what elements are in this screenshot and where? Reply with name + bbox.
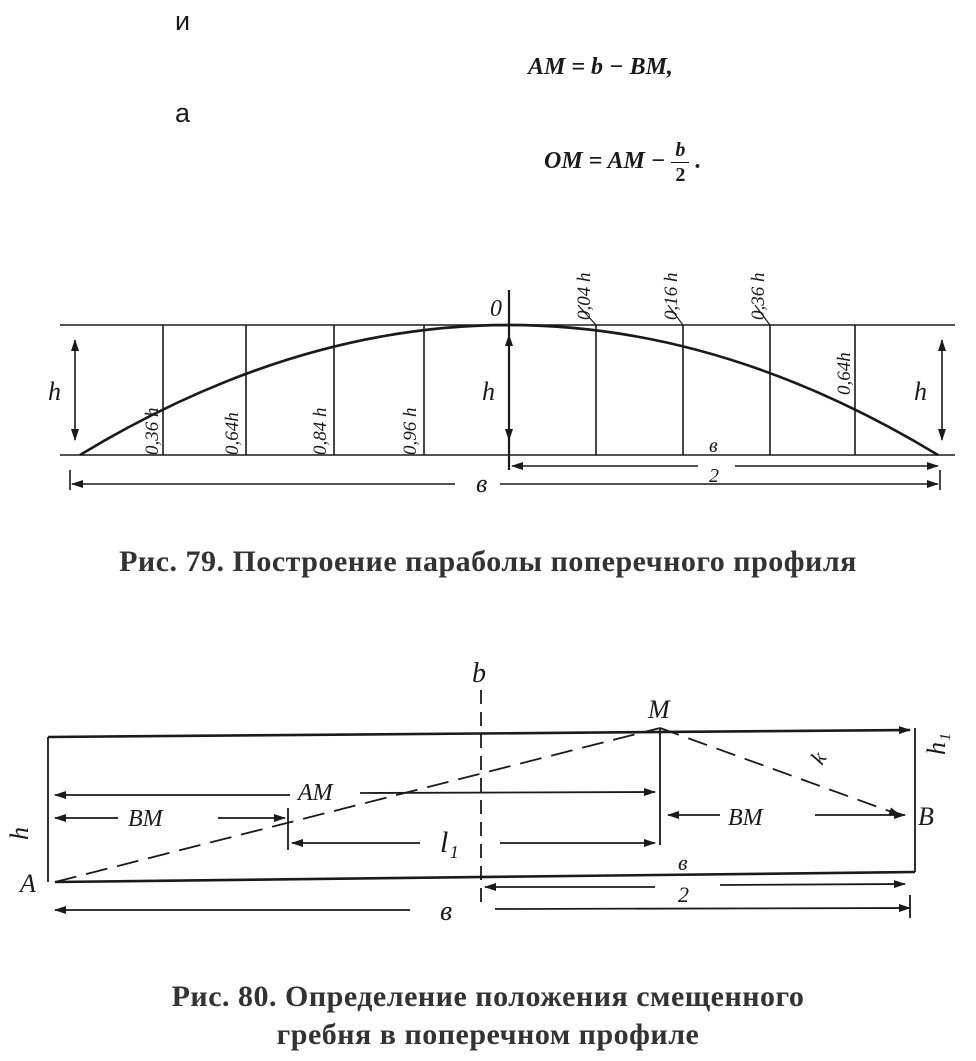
am-dimension-right bbox=[359, 788, 656, 797]
leader-line bbox=[577, 304, 597, 326]
line-a-to-m bbox=[54, 727, 661, 883]
width-dimension-right bbox=[494, 904, 911, 913]
label-half-denominator: 2 bbox=[678, 882, 689, 907]
label-k: k bbox=[805, 746, 832, 769]
figure-80-caption-line-2: гребня в поперечном профиле bbox=[276, 1018, 700, 1051]
equation-om-fraction: b 2 bbox=[671, 138, 690, 187]
ordinate-label-right-3: 0,36 h bbox=[748, 273, 769, 321]
label-point-a: A bbox=[18, 869, 36, 898]
equation-am-lhs: AM bbox=[528, 54, 566, 80]
label-b-top: b bbox=[472, 658, 486, 689]
label-point-b: B bbox=[918, 802, 934, 831]
label-half-numerator: в bbox=[678, 850, 688, 875]
equation-om-end: . bbox=[695, 148, 702, 175]
label-bm-right: BM bbox=[728, 805, 765, 831]
ordinate-label-left-4: 0,96 h bbox=[400, 408, 421, 456]
label-h-center: h bbox=[482, 377, 495, 406]
label-origin-o: 0 bbox=[490, 296, 502, 322]
label-h-right: h bbox=[914, 377, 927, 406]
bottom-line bbox=[54, 870, 916, 884]
label-h1-right: h₁ bbox=[922, 733, 951, 755]
leader-line bbox=[667, 304, 684, 326]
label-half-denominator: 2 bbox=[709, 465, 719, 487]
label-am: AM bbox=[296, 780, 335, 806]
equation-om-lhs: OM bbox=[544, 148, 583, 175]
conjunction-a: а bbox=[175, 98, 191, 128]
figure-79-caption: Рис. 79. Построение параболы поперечного… bbox=[119, 545, 857, 578]
ordinate-label-left-3: 0,84 h bbox=[310, 408, 331, 456]
figure-79-parabola-diagram: 0 h h h в в 2 0,36 h 0,64h 0,84 h 0,96 h… bbox=[48, 273, 955, 498]
ordinate-label-right-4: 0,64h bbox=[834, 352, 855, 395]
ordinate-label-right-2: 0,16 h bbox=[661, 273, 682, 321]
label-l1: l₁ bbox=[440, 826, 459, 859]
label-m: M bbox=[647, 695, 671, 724]
top-line bbox=[47, 726, 911, 739]
ordinate-label-left-1: 0,36 h bbox=[142, 408, 163, 456]
label-bm-left: BM bbox=[128, 806, 165, 832]
equation-om-mid: = AM − bbox=[588, 148, 666, 175]
label-half-numerator: в bbox=[709, 435, 718, 457]
equation-am-rhs: = b − BM, bbox=[571, 54, 673, 80]
figure-80-caption: Рис. 80. Определение положения смещенног… bbox=[0, 978, 976, 1054]
line-m-to-b bbox=[659, 727, 901, 816]
label-h-left: h bbox=[48, 377, 61, 406]
conjunction-i: и bbox=[175, 6, 191, 36]
leader-line bbox=[754, 304, 771, 326]
equation-am: AM = b − BM, bbox=[528, 54, 673, 81]
equation-om: OM = AM − b 2 . bbox=[544, 138, 701, 187]
ordinate-label-right-1: 0,04 h bbox=[574, 273, 595, 321]
label-width-b: в bbox=[476, 469, 487, 498]
ordinate-label-left-2: 0,64h bbox=[222, 412, 243, 455]
half-dimension-right bbox=[719, 880, 906, 889]
label-width-b: в bbox=[440, 896, 452, 927]
fraction-numerator: b bbox=[671, 138, 690, 163]
label-h-left: h bbox=[5, 827, 34, 840]
figure-80-caption-line-1: Рис. 80. Определение положения смещенног… bbox=[171, 980, 805, 1013]
fraction-denominator: 2 bbox=[675, 164, 686, 186]
